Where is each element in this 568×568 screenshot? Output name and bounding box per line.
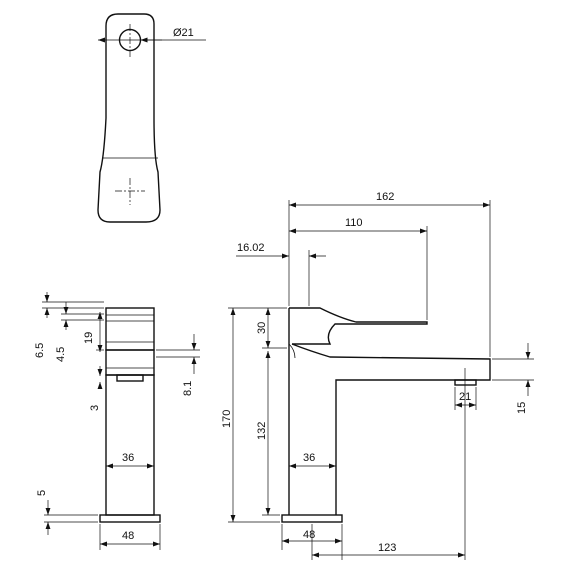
dim-handle-height-label: 30 (256, 322, 268, 334)
dim-neck-label: 3 (89, 405, 101, 411)
dim-lever-offset-label: 16.02 (237, 242, 265, 254)
side-view: 162 110 16.02 170 30 132 15 21 (221, 191, 534, 560)
front-view-base (99, 514, 161, 523)
side-view-aerator (454, 379, 477, 386)
dim-collar-label: 8.1 (182, 381, 194, 396)
dim-body-width-side-label: 36 (303, 452, 315, 464)
dim-spout-label: 15 (516, 402, 528, 414)
dim-base-width-side-label: 48 (303, 529, 315, 541)
dim-overall-length-label: 162 (376, 191, 394, 203)
dim-top-gap-label: 6.5 (34, 343, 46, 358)
dim-reach-label: 123 (378, 542, 396, 554)
dim-body-height-label: 132 (256, 422, 268, 440)
dim-body-width-front-label: 36 (122, 452, 134, 464)
front-view-body (105, 374, 155, 516)
front-view-aerator (116, 374, 144, 382)
dim-hole-label: Ø21 (173, 27, 194, 39)
top-view-outline (97, 13, 161, 223)
dim-base-label: 5 (36, 490, 48, 496)
side-view-lever (289, 307, 428, 345)
dim-base-width-front-label: 48 (122, 530, 134, 542)
side-view-spout (291, 343, 491, 515)
front-view: 6.5 4.5 19 8.1 3 36 5 48 (34, 292, 200, 550)
dim-lever-length-label: 110 (345, 217, 363, 229)
dim-cap-height-label: 19 (83, 332, 95, 344)
top-view: Ø21 (97, 13, 206, 223)
dim-cap-gap-label: 4.5 (55, 347, 67, 362)
side-view-base (281, 514, 343, 523)
side-view-joint (288, 343, 296, 359)
dim-total-height-label: 170 (221, 410, 233, 428)
front-view-collar (105, 349, 155, 376)
front-view-cap (105, 307, 155, 351)
